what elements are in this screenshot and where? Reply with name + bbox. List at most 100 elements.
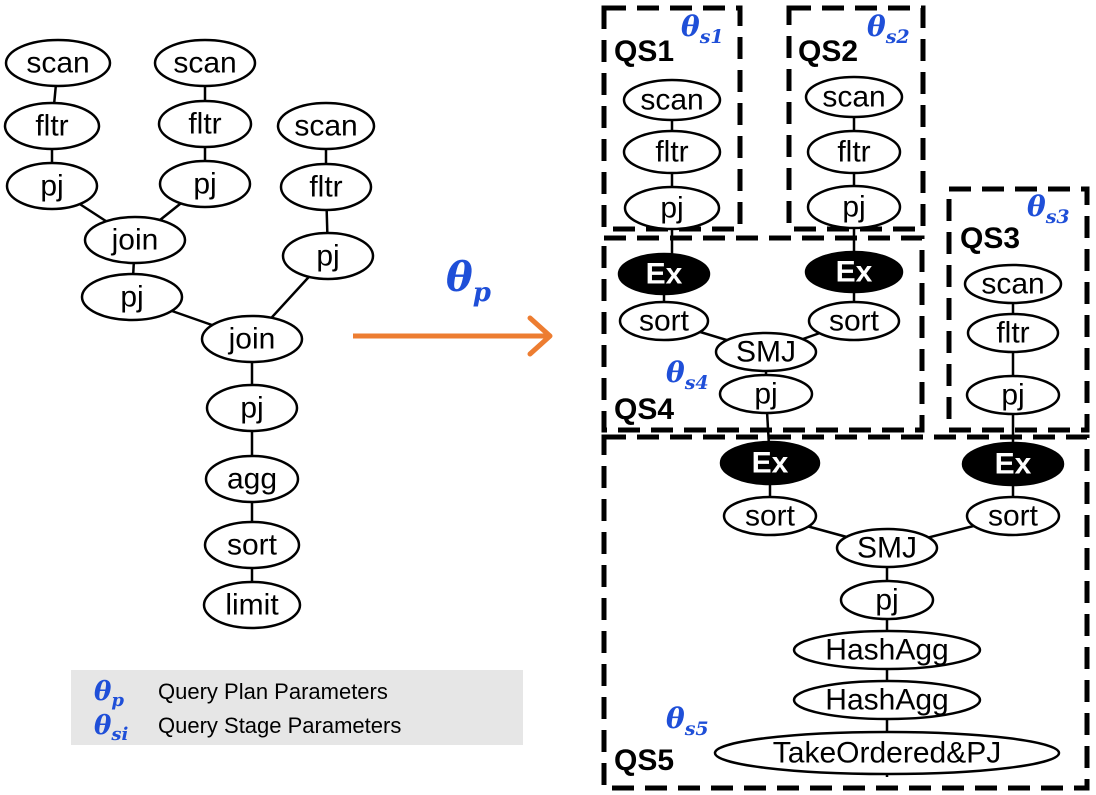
node-label: sort	[639, 305, 690, 338]
exchange-node: Ex	[804, 250, 904, 294]
legend-symbol-plan: θp	[94, 677, 124, 711]
limit-node: limit	[202, 580, 302, 630]
stage-label-qs4: QS4	[614, 393, 674, 426]
node-label: pj	[660, 192, 683, 225]
legend-label-plan: Query Plan Parameters	[158, 679, 388, 704]
stage-box-qs4	[601, 235, 925, 433]
node-label: scan	[26, 47, 89, 80]
stage-label-qs2: QS2	[798, 35, 858, 68]
scan-node: scan	[622, 78, 722, 122]
node-label: pj	[120, 281, 143, 314]
legend: θp Query Plan Parameters θsi Query Stage…	[71, 670, 523, 745]
stage-label-qs3: QS3	[960, 222, 1020, 255]
project-node: pj	[158, 159, 252, 209]
sort-node: sort	[722, 495, 818, 537]
node-label: Ex	[752, 447, 789, 480]
stage-box-qs2	[786, 5, 926, 232]
node-label: pj	[40, 170, 63, 203]
sort-merge-join-node: SMJ	[835, 527, 939, 569]
node-label: join	[111, 224, 159, 257]
node-label: Ex	[646, 258, 683, 291]
node-label: scan	[173, 47, 236, 80]
take-ordered-node: TakeOrdered&PJ	[713, 730, 1061, 776]
node-label: pj	[842, 191, 865, 224]
filter-node: fltr	[966, 312, 1060, 354]
exchange-node: Ex	[617, 252, 711, 296]
node-label: HashAgg	[825, 634, 948, 667]
project-node: pj	[623, 185, 721, 231]
sort-node: sort	[618, 300, 710, 342]
node-label: fltr	[309, 171, 342, 204]
scan-node: scan	[804, 75, 904, 119]
node-label: pj	[316, 240, 339, 273]
node-label: limit	[225, 589, 279, 622]
exchange-node: Ex	[961, 441, 1065, 487]
node-label: scan	[822, 81, 885, 114]
legend-background	[71, 670, 523, 745]
sort-node: sort	[965, 495, 1061, 537]
node-label: scan	[981, 268, 1044, 301]
node-label: SMJ	[857, 532, 917, 565]
node-label: scan	[640, 84, 703, 117]
node-label: sort	[745, 500, 796, 533]
node-label: agg	[227, 463, 277, 496]
transform-arrow: θp	[353, 254, 553, 357]
node-label: fltr	[35, 110, 68, 143]
node-label: sort	[829, 305, 880, 338]
node-label: fltr	[996, 317, 1029, 350]
scan-node: scan	[4, 38, 112, 88]
left-plan-nodes: scan fltr pj scan fltr pj join pj scan f…	[3, 38, 376, 630]
arrow-head-icon	[527, 315, 553, 357]
hash-aggregate-node: HashAgg	[792, 679, 982, 721]
stage-label-qs5: QS5	[614, 744, 674, 777]
node-label: pj	[875, 584, 898, 617]
node-label: Ex	[836, 256, 873, 289]
project-node: pj	[965, 374, 1061, 416]
node-label: fltr	[655, 136, 688, 169]
sort-node: sort	[807, 300, 901, 342]
join-node: join	[83, 215, 187, 265]
node-label: TakeOrdered&PJ	[773, 737, 1001, 770]
project-node: pj	[718, 373, 814, 415]
node-label: HashAgg	[825, 684, 948, 717]
project-node: pj	[806, 184, 902, 230]
sort-merge-join-node: SMJ	[714, 331, 818, 373]
node-label: pj	[754, 378, 777, 411]
scan-node: scan	[276, 101, 376, 151]
stage-parameter-qs2: θs2	[867, 10, 910, 48]
node-label: SMJ	[736, 336, 796, 369]
node-label: sort	[988, 500, 1039, 533]
project-node: pj	[839, 579, 935, 621]
node-label: pj	[1001, 379, 1024, 412]
node-label: join	[228, 323, 276, 356]
node-label: pj	[240, 392, 263, 425]
filter-node: fltr	[622, 129, 722, 175]
filter-node: fltr	[3, 101, 101, 151]
stage-box-qs3	[946, 186, 1090, 433]
filter-node: fltr	[806, 129, 902, 175]
node-label: scan	[294, 110, 357, 143]
stage-box-qs1	[601, 5, 743, 232]
exchange-node: Ex	[719, 440, 821, 486]
legend-label-stage: Query Stage Parameters	[158, 713, 401, 738]
hash-aggregate-node: HashAgg	[792, 629, 982, 671]
join-node: join	[200, 314, 304, 364]
stage-parameter-qs4: θs4	[666, 356, 709, 394]
project-node: pj	[80, 272, 184, 322]
sort-node: sort	[203, 520, 301, 570]
project-node: pj	[205, 383, 299, 433]
node-label: fltr	[837, 136, 870, 169]
stage-parameter-qs1: θs1	[681, 10, 724, 48]
scan-node: scan	[153, 38, 257, 88]
stage-boxes	[601, 5, 1090, 791]
filter-node: fltr	[279, 162, 373, 212]
stage-label-qs1: QS1	[614, 35, 674, 68]
filter-node: fltr	[157, 99, 253, 149]
scan-node: scan	[963, 263, 1063, 305]
node-label: pj	[193, 168, 216, 201]
node-label: fltr	[188, 108, 221, 141]
stage-parameter-qs3: θs3	[1027, 190, 1070, 228]
node-label: sort	[227, 529, 278, 562]
project-node: pj	[5, 161, 99, 211]
